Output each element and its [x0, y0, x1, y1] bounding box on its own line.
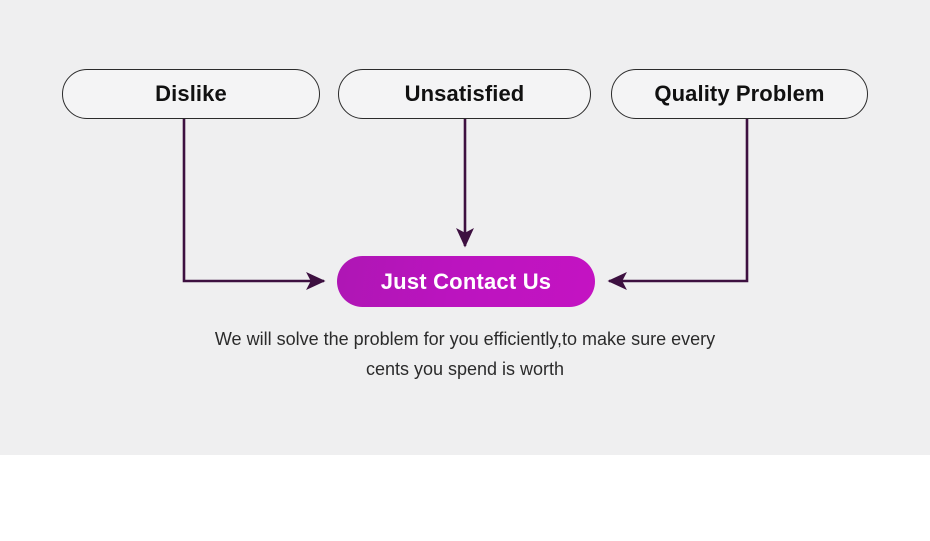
reason-pill-label: Dislike [155, 81, 227, 106]
reason-pill-unsatisfied[interactable]: Unsatisfied [338, 69, 591, 119]
reason-pill-label: Quality Problem [654, 81, 825, 106]
caption-line-2: cents you spend is worth [365, 359, 565, 379]
reason-pill-dislike[interactable]: Dislike [62, 69, 320, 119]
reason-pill-label: Unsatisfied [404, 81, 525, 106]
connector-dislike-to-cta [182, 118, 326, 290]
banner-caption: We will solve the problem for you effici… [0, 324, 930, 384]
connector-quality-to-cta [607, 118, 749, 290]
just-contact-us-button[interactable]: Just Contact Us [337, 256, 595, 307]
reason-pill-quality-problem[interactable]: Quality Problem [611, 69, 868, 119]
flow-connectors [182, 118, 749, 290]
caption-line-1: We will solve the problem for you effici… [214, 329, 716, 349]
cta-label: Just Contact Us [380, 268, 552, 294]
